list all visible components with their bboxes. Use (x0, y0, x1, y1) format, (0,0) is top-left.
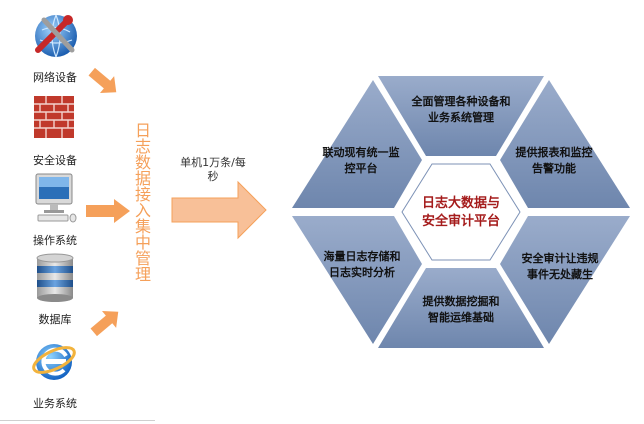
divider-line (0, 420, 155, 421)
browser-e-icon (30, 336, 78, 386)
source-label-security: 安全设备 (33, 154, 77, 167)
segment-top-right-line2: 告警功能 (532, 161, 576, 175)
firewall-brick-icon (32, 92, 76, 140)
segment-bottom-left-line1: 海量日志存储和 (324, 249, 401, 263)
arrow-os (86, 199, 130, 223)
segment-bottom-left (292, 216, 422, 344)
segment-top-left-line1: 联动现有统一监 (323, 145, 400, 159)
arrow-business (90, 311, 119, 337)
segment-top-line1: 全面管理各种设备和 (411, 94, 511, 108)
center-title-line2: 安全审计平台 (422, 213, 500, 229)
segment-bottom-right-line1: 安全审计让违规 (522, 251, 599, 265)
segment-top-line2: 业务系统管理 (428, 110, 494, 124)
segment-bottom-line2: 智能运维基础 (428, 310, 494, 324)
segment-top-left (292, 80, 422, 208)
segment-bottom-right-line2: 事件无处藏生 (527, 267, 593, 281)
center-hexagon (401, 163, 521, 261)
source-label-database: 数据库 (38, 313, 72, 326)
center-title-line1: 日志大数据与 (422, 195, 500, 211)
arrow-main (171, 180, 267, 240)
segment-bottom-left-line2: 日志实时分析 (329, 265, 395, 279)
source-label-os: 操作系统 (33, 234, 77, 247)
segment-top-left-line2: 控平台 (345, 161, 378, 175)
arrow-network (88, 67, 117, 93)
rate-text: 单机1万条/每秒 (180, 156, 246, 183)
segment-bottom (378, 268, 544, 348)
database-icon (33, 252, 77, 302)
segment-bottom-line1: 提供数据挖掘和 (423, 294, 500, 308)
segment-bottom-right (500, 216, 630, 344)
collector-title: 日志数据接入集中管理 (132, 122, 151, 282)
segment-top-right-line1: 提供报表和监控 (516, 145, 593, 159)
segment-top (378, 76, 544, 156)
segment-top-right (500, 80, 630, 208)
source-label-business: 业务系统 (33, 397, 77, 410)
network-tools-icon (30, 10, 80, 60)
computer-icon (32, 172, 78, 224)
source-label-network: 网络设备 (33, 71, 77, 84)
